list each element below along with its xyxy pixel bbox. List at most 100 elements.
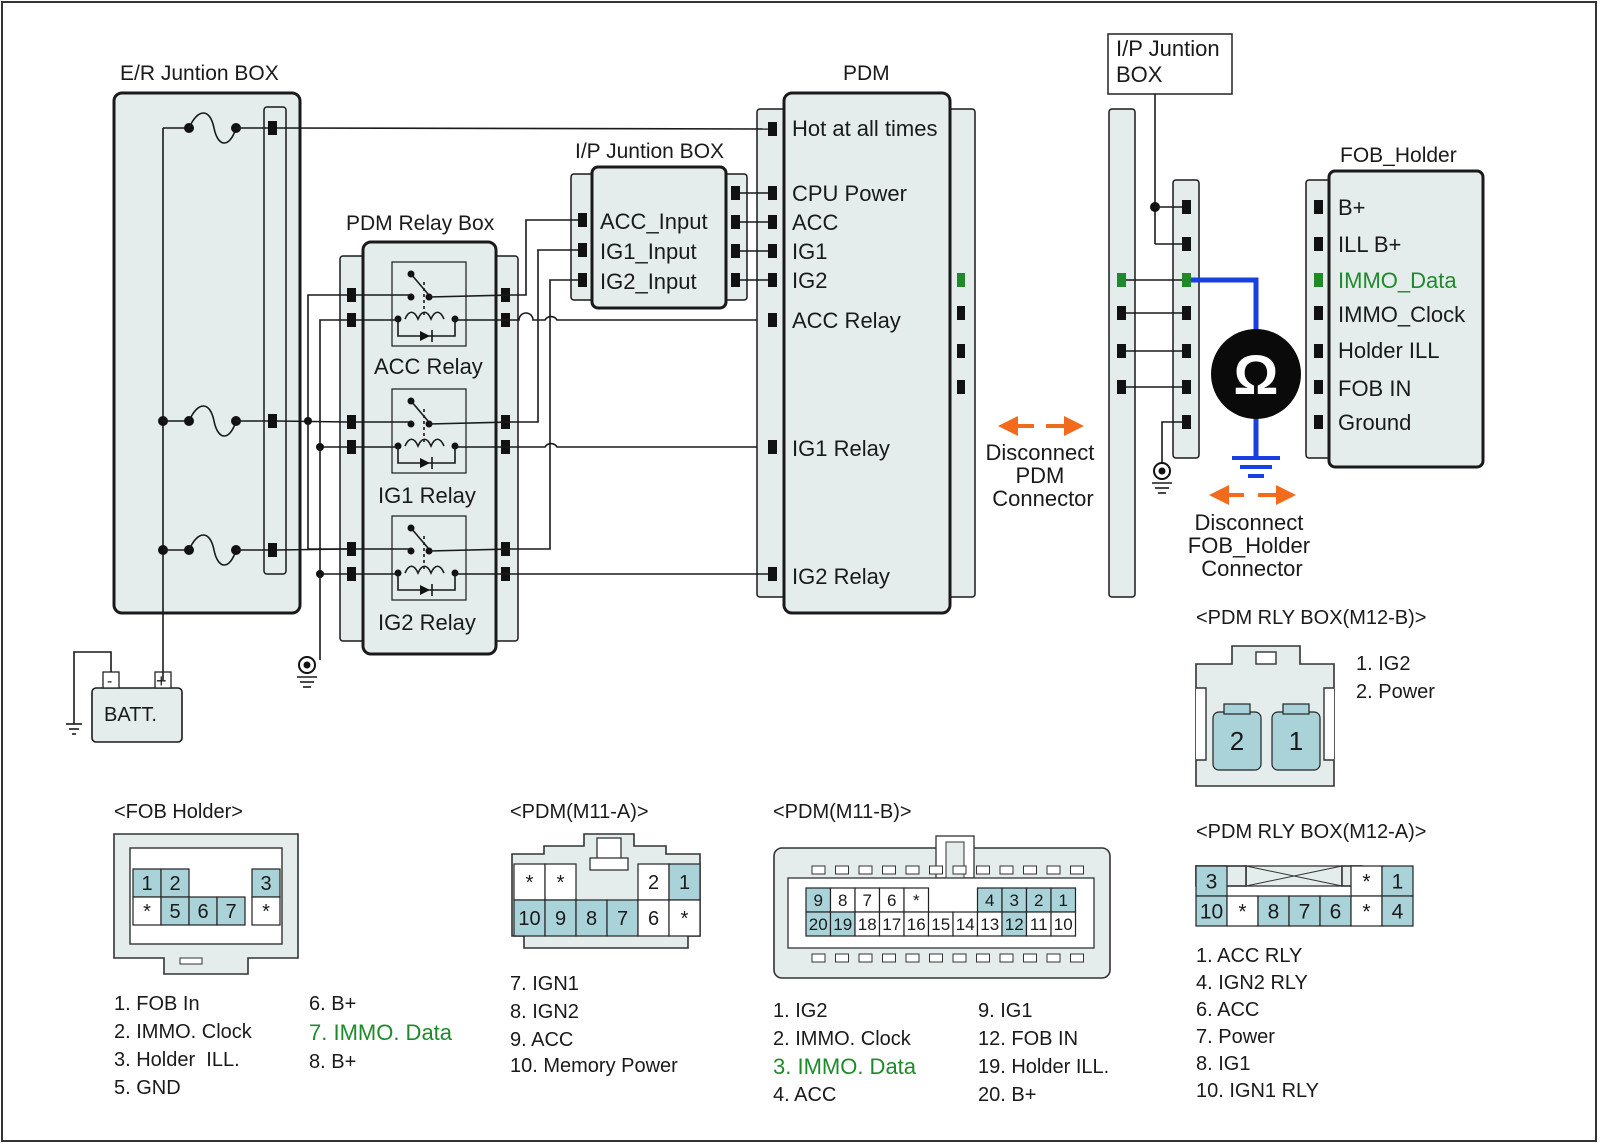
connector-cell-15: 15 <box>927 911 954 937</box>
fob-legend-3: 3. Holder ILL. <box>114 1049 240 1071</box>
svg-text:10: 10 <box>1054 915 1073 934</box>
m11b-legend-2: 2. IMMO. Clock <box>773 1028 912 1050</box>
fob-legend-2: 2. IMMO. Clock <box>114 1021 253 1043</box>
connector-cell-6: 6 <box>878 887 905 913</box>
fob-holder-title: FOB_Holder <box>1340 144 1457 167</box>
m12a-legend-4: 4. IGN2 RLY <box>1196 972 1308 994</box>
connector-cell-2: 2 <box>1025 887 1052 913</box>
svg-text:*: * <box>526 872 534 894</box>
connector-cell-13: 13 <box>976 911 1003 937</box>
m11a-legend-10: 10. Memory Power <box>510 1055 678 1077</box>
svg-text:*: * <box>143 901 151 923</box>
svg-text:6: 6 <box>197 901 208 923</box>
ip-box-title: I/P Juntion BOX <box>575 140 724 163</box>
svg-text:18: 18 <box>858 915 877 934</box>
right-ip-pins <box>1117 200 1191 429</box>
m11a-legend-8: 8. IGN2 <box>510 1001 579 1023</box>
m12a-legend-6: 6. ACC <box>1196 999 1259 1021</box>
fob-legend-1: 1. FOB In <box>114 993 200 1015</box>
svg-text:14: 14 <box>956 915 975 934</box>
relay-label-ig2: IG2 Relay <box>378 610 476 635</box>
svg-text:7: 7 <box>1299 901 1311 924</box>
svg-text:5: 5 <box>169 901 180 923</box>
m11b-latches <box>811 865 1084 963</box>
ip-junction-box: I/P Juntion BOX ACC_Input IG1_Input IG2_… <box>570 140 748 310</box>
svg-text:7: 7 <box>617 908 628 930</box>
connector-cell-18: 18 <box>854 911 881 937</box>
to-pdm-wires <box>276 127 769 575</box>
pdm-pin-labels: Hot at all times CPU Power ACC IG1 IG2 A… <box>792 116 938 589</box>
disconnect-fob-note: Disconnect FOB_Holder Connector <box>1188 485 1316 581</box>
relay-internal-wires <box>356 294 511 575</box>
connector-cell-1: 1 <box>132 868 162 898</box>
pdm-title: PDM <box>843 62 890 85</box>
ip-input-ig2: IG2_Input <box>600 269 697 294</box>
ig2-relay-symbol <box>391 515 467 601</box>
connector-cell-6: 6 <box>188 896 218 926</box>
m12b-cell: 2 <box>1212 703 1262 771</box>
m12a-legend-7: 7. Power <box>1196 1026 1275 1048</box>
disconnect-pdm-note: Disconnect PDM Connector <box>986 416 1101 511</box>
connector-cell-blank: * <box>1350 895 1383 927</box>
fob-legend-8: 8. B+ <box>309 1051 356 1073</box>
m11a-legend: 7. IGN1 8. IGN2 9. ACC 10. Memory Power <box>510 973 678 1077</box>
fob-legend-7: 7. IMMO. Data <box>309 1020 453 1045</box>
svg-text:2: 2 <box>648 872 659 894</box>
svg-text:6: 6 <box>1330 901 1342 924</box>
disconnect-fob-label: Disconnect FOB_Holder Connector <box>1188 510 1316 581</box>
fob-pin-holder-ill: Holder ILL <box>1338 338 1440 363</box>
m11b-legend-19: 19. Holder ILL. <box>978 1056 1109 1078</box>
svg-text:1: 1 <box>1059 891 1068 910</box>
svg-text:8: 8 <box>838 891 847 910</box>
pdm-pin-ig1: IG1 <box>792 239 827 264</box>
ground-symbol-relay <box>297 656 317 688</box>
pdm-pin-cpu: CPU Power <box>792 181 907 206</box>
ip-input-acc: ACC_Input <box>600 209 708 234</box>
svg-text:6: 6 <box>887 891 896 910</box>
fob-pin-ill-b-plus: ILL B+ <box>1338 232 1401 257</box>
connector-cell-19: 19 <box>829 911 856 937</box>
svg-text:*: * <box>1238 901 1246 924</box>
fob-holder-module: FOB_Holder B+ ILL B+ IMMO_Data IMMO_Cloc… <box>1305 144 1485 469</box>
er-to-relay-wires <box>276 294 348 660</box>
connector-cell-blank: * <box>544 863 577 901</box>
battery-label: BATT. <box>104 704 157 726</box>
m12a-legend-8: 8. IG1 <box>1196 1053 1250 1075</box>
svg-text:8: 8 <box>1268 901 1280 924</box>
pdm-pin-ig2-relay: IG2 Relay <box>792 564 890 589</box>
svg-text:7: 7 <box>225 901 236 923</box>
svg-text:12: 12 <box>1005 915 1024 934</box>
fob-legend-6: 6. B+ <box>309 993 356 1015</box>
m11a-legend-7: 7. IGN1 <box>510 973 579 995</box>
connector-cell-blank: * <box>513 863 546 901</box>
connector-cell-6: 6 <box>637 899 670 937</box>
m12b-cell: 1 <box>1271 703 1321 771</box>
connector-cell-9: 9 <box>805 887 832 913</box>
ground-symbol-battery <box>66 723 82 735</box>
connector-cell-blank: * <box>132 896 162 926</box>
connector-cell-blank: * <box>1350 865 1383 897</box>
svg-text:*: * <box>913 891 920 910</box>
connector-cell-16: 16 <box>903 911 930 937</box>
m12b-legend-2: 2. Power <box>1356 681 1435 703</box>
m12b-cell-1: 1 <box>1289 726 1303 756</box>
m11b-legend-4: 4. ACC <box>773 1084 836 1106</box>
relay-box-title: PDM Relay Box <box>346 212 495 235</box>
svg-text:3: 3 <box>1206 871 1218 894</box>
relay-to-ip-wires <box>510 219 773 550</box>
m11a-legend-9: 9. ACC <box>510 1029 573 1051</box>
connector-cell-12: 12 <box>1001 911 1028 937</box>
svg-text:*: * <box>681 908 689 930</box>
pdm-pin-ig1-relay: IG1 Relay <box>792 436 890 461</box>
disconnect-pdm-label: Disconnect PDM Connector <box>986 440 1101 511</box>
battery-neg: - <box>107 673 112 690</box>
connector-cell-1: 1 <box>1050 887 1077 913</box>
m12a-legend: 1. ACC RLY 4. IGN2 RLY 6. ACC 7. Power 8… <box>1196 945 1319 1102</box>
fob-legend-5: 5. GND <box>114 1077 181 1099</box>
fob-pin-immo-clock: IMMO_Clock <box>1338 302 1466 327</box>
